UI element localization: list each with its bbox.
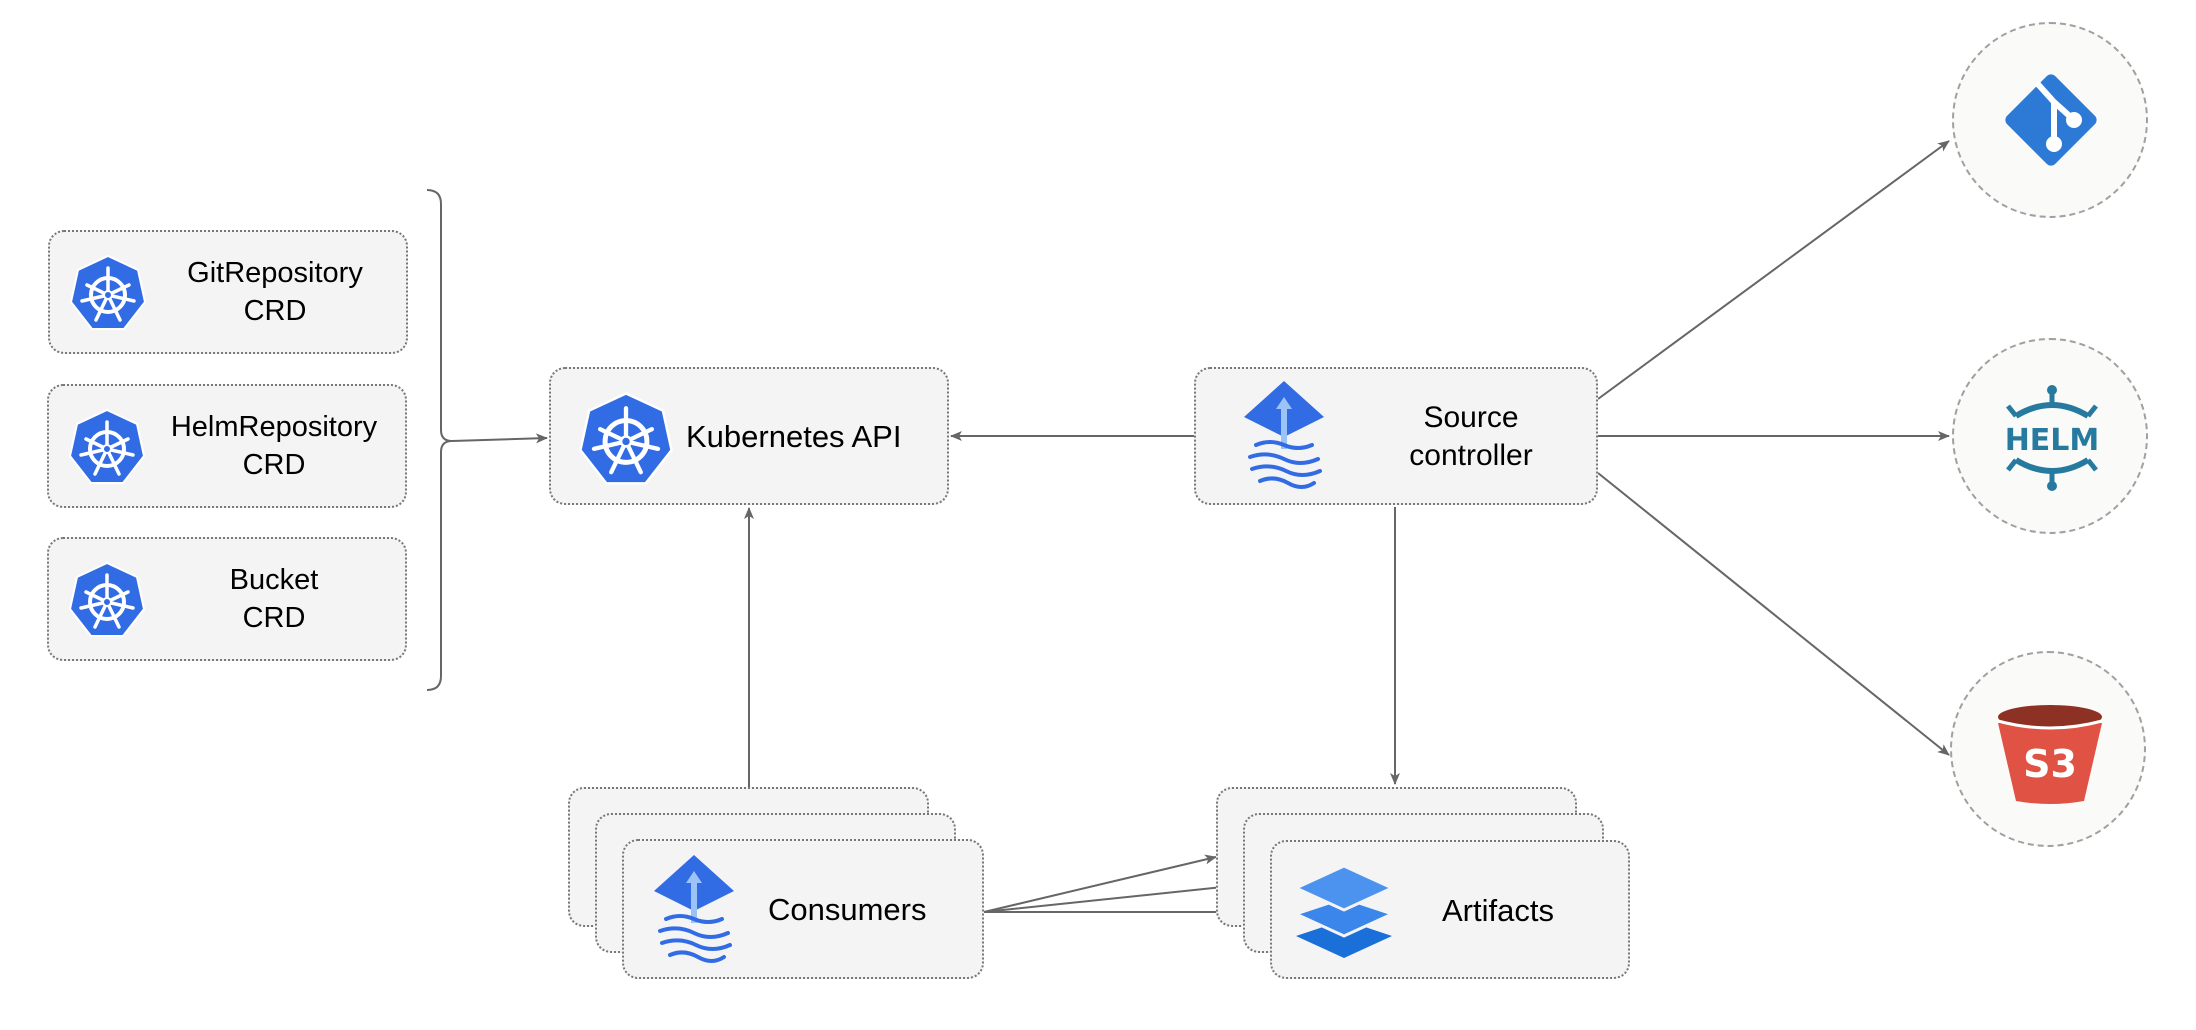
s3-bucket-icon: S3 (1997, 705, 2103, 804)
consumers-box: Consumers (622, 839, 984, 979)
arrow-consumers-to-artifacts-1 (983, 854, 1217, 913)
kubernetes-icon (69, 561, 145, 638)
s3-logo-text: S3 (2023, 742, 2077, 786)
kubernetes-api-label: Kubernetes API (686, 419, 902, 454)
git-source (1952, 22, 2148, 218)
arrow-crds-to-k8s (451, 433, 548, 444)
helm-source: HELM (1952, 338, 2148, 534)
crd-bracket (426, 189, 453, 691)
consumers-label: Consumers (768, 892, 927, 927)
arrow-source-to-git (1597, 140, 1950, 400)
s3-source: S3 (1950, 651, 2146, 847)
helm-icon: HELM (2005, 385, 2100, 491)
layers-icon (1294, 864, 1394, 958)
git-icon (2005, 74, 2097, 166)
kubernetes-icon (70, 254, 146, 331)
artifacts-label: Artifacts (1442, 893, 1554, 928)
flux-icon (652, 853, 736, 963)
arrow-source-to-s3 (1597, 472, 1950, 756)
kubernetes-icon (69, 408, 145, 485)
arrow-consumers-to-artifacts-2 (983, 881, 1243, 913)
kubernetes-icon (579, 391, 673, 487)
kubernetes-api-box: Kubernetes API (549, 367, 949, 505)
helm-logo-text: HELM (2005, 423, 2100, 458)
flux-icon (1242, 379, 1326, 489)
artifacts-box: Artifacts (1270, 840, 1630, 979)
